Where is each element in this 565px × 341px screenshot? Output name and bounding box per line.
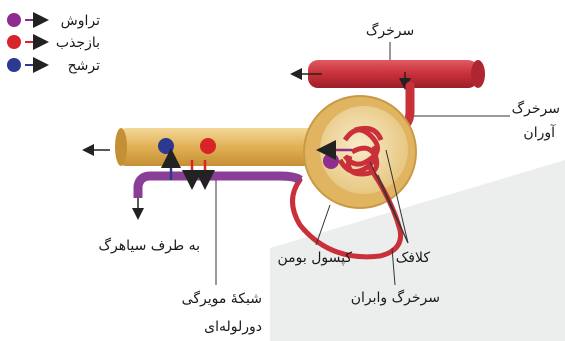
- label-to-vein: به طرف سیاهرگ: [98, 236, 200, 254]
- legend-label-secretion: ترشح: [68, 58, 100, 74]
- label-afferent-line1: سرخرگ: [512, 99, 560, 117]
- legend: تراوش بازجذب ترشح: [7, 13, 100, 74]
- label-efferent: سرخرگ وابران: [351, 288, 440, 306]
- label-glomerulus: کلافک: [396, 250, 431, 266]
- artery-end: [471, 60, 485, 88]
- peritubular-capillary: [138, 176, 300, 198]
- legend-item-reabsorption: بازجذب: [7, 35, 100, 51]
- artery-vessel: [308, 60, 478, 88]
- filtration-dot: [323, 153, 339, 169]
- label-bowman: کپسول بومن: [277, 250, 352, 266]
- tubule-end: [115, 128, 127, 166]
- label-capillary-line1: شبکهٔ مویرگی: [182, 290, 262, 307]
- label-artery: سرخرگ: [366, 21, 414, 39]
- legend-label-reabsorption: بازجذب: [56, 35, 100, 51]
- legend-item-filtration: تراوش: [7, 13, 100, 29]
- tubule: [120, 128, 335, 166]
- label-afferent-line2: آوران: [523, 124, 556, 141]
- reabsorption-dot: [200, 138, 216, 154]
- secretion-dot: [158, 138, 174, 154]
- legend-label-filtration: تراوش: [61, 13, 100, 29]
- legend-item-secretion: ترشح: [7, 58, 100, 74]
- label-capillary-line2: دورلوله‌ای: [204, 319, 262, 335]
